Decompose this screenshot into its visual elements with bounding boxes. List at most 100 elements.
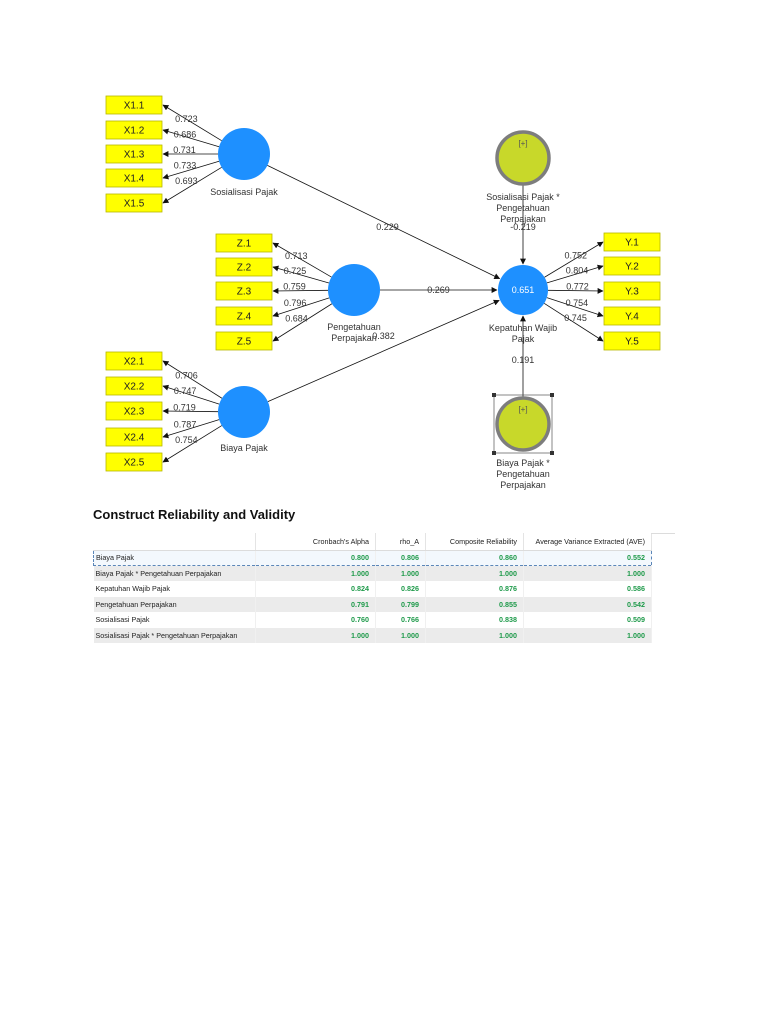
indicator-box <box>215 281 273 301</box>
ave-cell: 0.552 <box>523 549 652 566</box>
cronbach-alpha-cell: 0.791 <box>255 596 376 612</box>
row-construct-name: Sosialisasi Pajak <box>93 612 256 628</box>
indicator-label: X1.4 <box>124 174 145 185</box>
rho-a-cell: 1.000 <box>375 627 426 643</box>
indicator-label: Z.2 <box>237 263 252 274</box>
column-header-rho-a[interactable]: rho_A <box>375 533 426 551</box>
indicator-box <box>603 256 661 276</box>
indicator-box <box>105 120 163 140</box>
indicator-box <box>603 232 661 252</box>
row-construct-name: Biaya Pajak <box>93 549 256 566</box>
indicator-label: X2.4 <box>124 433 145 444</box>
indicator-label: X2.1 <box>124 357 145 368</box>
cronbach-alpha-cell: 0.824 <box>255 581 376 597</box>
construct-label: Perpajakan <box>331 333 377 343</box>
loading-arrow <box>543 302 604 342</box>
indicator-box <box>105 376 163 396</box>
indicator-box <box>105 95 163 115</box>
row-construct-name: Kepatuhan Wajib Pajak <box>93 581 256 597</box>
selection-handle <box>492 451 496 455</box>
loading-value: 0.759 <box>283 282 306 292</box>
indicator-label: Y.2 <box>625 262 639 273</box>
loading-value: 0.752 <box>564 251 587 261</box>
cronbach-alpha-cell: 0.760 <box>255 612 376 628</box>
loading-value: 0.686 <box>174 129 197 139</box>
indicator-label: Z.5 <box>237 337 252 348</box>
table-header-row: Cronbach's Alpha rho_A Composite Reliabi… <box>93 533 652 551</box>
loading-value: 0.787 <box>174 419 197 429</box>
loading-value: 0.725 <box>284 266 307 276</box>
composite-reliability-cell: 1.000 <box>425 565 524 581</box>
indicator-label: X2.5 <box>124 458 145 469</box>
rho-a-cell: 0.799 <box>375 596 426 612</box>
loading-value: 0.723 <box>175 114 198 124</box>
indicator-box <box>105 452 163 472</box>
cronbach-alpha-cell: 1.000 <box>255 627 376 643</box>
indicator-label: Z.3 <box>237 287 252 298</box>
table-row[interactable]: Sosialisasi Pajak * Pengetahuan Perpajak… <box>93 627 652 643</box>
path-coefficient: -0.219 <box>510 222 536 232</box>
rho-a-cell: 1.000 <box>375 565 426 581</box>
loading-value: 0.772 <box>566 282 589 292</box>
loading-arrow <box>162 419 220 439</box>
path-arrow <box>267 299 500 402</box>
construct-label: Pajak <box>512 334 535 344</box>
selection-handle <box>550 451 554 455</box>
cronbach-alpha-cell: 0.800 <box>255 549 376 566</box>
path-coefficient: 0.229 <box>376 222 399 232</box>
loading-value: 0.804 <box>566 265 589 275</box>
row-construct-name: Sosialisasi Pajak * Pengetahuan Perpajak… <box>93 627 256 643</box>
indicator-label: X2.3 <box>124 407 145 418</box>
loading-arrow <box>162 384 220 405</box>
loading-value: 0.745 <box>564 313 587 323</box>
ave-cell: 1.000 <box>523 627 652 643</box>
construct-label: Kepatuhan Wajib <box>489 323 557 333</box>
expand-icon: [+] <box>518 405 527 414</box>
table-header-line <box>651 533 675 534</box>
loading-value: 0.747 <box>174 386 197 396</box>
indicator-box <box>105 351 163 371</box>
indicator-box <box>603 306 661 326</box>
column-header-composite-reliability[interactable]: Composite Reliability <box>425 533 524 551</box>
loading-arrow <box>162 408 219 415</box>
ave-cell: 0.542 <box>523 596 652 612</box>
row-construct-name: Pengetahuan Perpajakan <box>93 596 256 612</box>
construct-label: Sosialisasi Pajak * <box>486 192 560 202</box>
moderator-construct-circle <box>495 130 551 186</box>
reliability-table-wrap: Cronbach's Alpha rho_A Composite Reliabi… <box>93 533 675 643</box>
loading-arrow <box>162 160 220 180</box>
indicator-box <box>215 233 273 253</box>
indicator-box <box>105 193 163 213</box>
path-coefficient: 0.191 <box>512 355 535 365</box>
loading-arrow <box>546 297 604 318</box>
indicator-label: X1.1 <box>124 101 145 112</box>
indicator-label: Z.1 <box>237 239 252 250</box>
loading-value: 0.719 <box>173 402 196 412</box>
column-header-ave[interactable]: Average Variance Extracted (AVE) <box>523 533 652 551</box>
latent-construct-circle <box>218 128 270 180</box>
column-header-blank[interactable] <box>93 533 256 551</box>
loading-value: 0.754 <box>175 435 198 445</box>
composite-reliability-cell: 0.838 <box>425 612 524 628</box>
selection-frame <box>493 394 553 454</box>
indicator-label: X1.3 <box>124 150 145 161</box>
moderator-construct-circle <box>495 396 551 452</box>
loading-value: 0.731 <box>173 145 196 155</box>
row-construct-name: Biaya Pajak * Pengetahuan Perpajakan <box>93 565 256 581</box>
indicator-label: Z.4 <box>237 312 252 323</box>
path-coefficient: 0.269 <box>427 285 450 295</box>
column-header-cronbach[interactable]: Cronbach's Alpha <box>255 533 376 551</box>
table-row[interactable]: Biaya Pajak * Pengetahuan Perpajakan 1.00… <box>93 565 652 581</box>
indicator-box <box>105 427 163 447</box>
indicator-label: X2.2 <box>124 382 145 393</box>
construct-label: Biaya Pajak * <box>496 458 550 468</box>
section-title: Construct Reliability and Validity <box>93 507 296 522</box>
reliability-table: Cronbach's Alpha rho_A Composite Reliabi… <box>93 533 652 643</box>
indicator-box <box>215 306 273 326</box>
loading-arrow <box>162 360 223 399</box>
loading-arrow <box>272 242 332 278</box>
